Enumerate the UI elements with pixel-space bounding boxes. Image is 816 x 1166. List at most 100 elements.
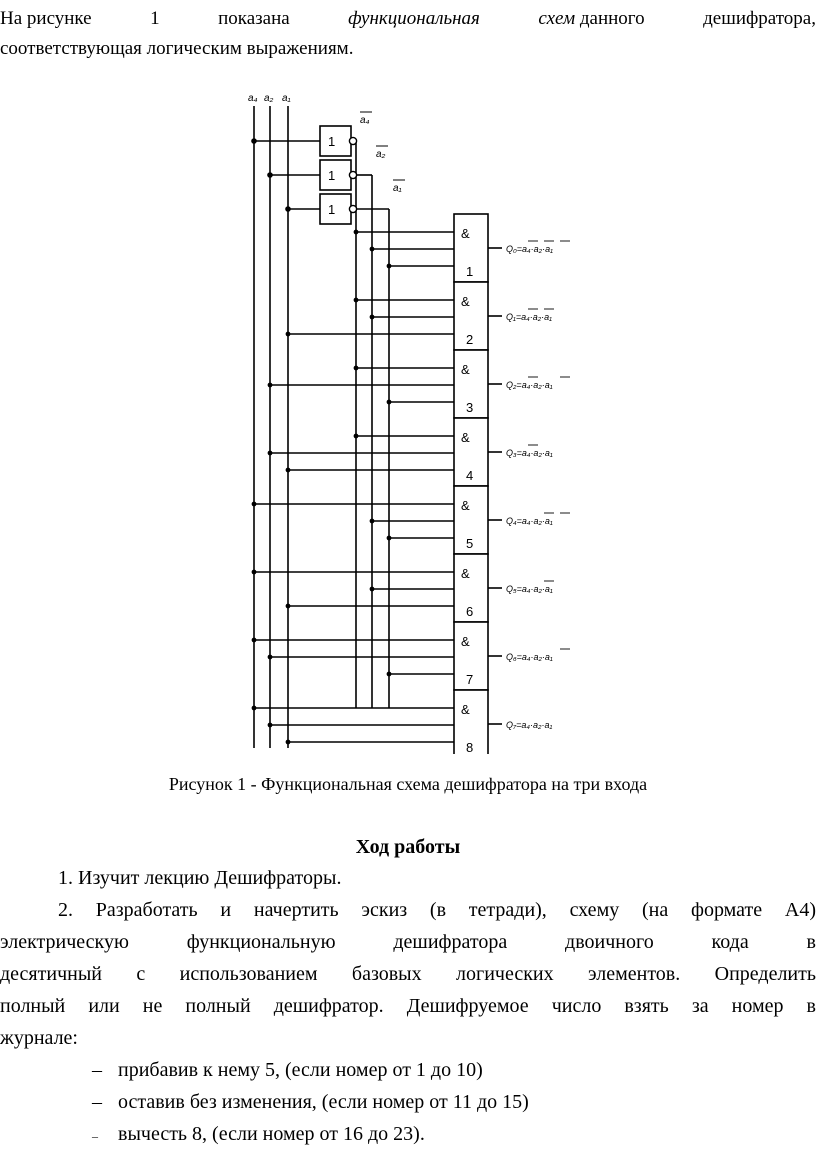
and-gate-number: 2	[466, 332, 473, 347]
and-gate-symbol: &	[461, 430, 470, 445]
junction-dot	[369, 314, 375, 320]
output-expression: Q₅=a₄·a₂·a₁	[506, 584, 553, 594]
inversion-bubble	[348, 170, 358, 180]
and-gates: &1&2&3&4&5&6&7&8	[453, 213, 489, 754]
input-label: a₁	[282, 93, 291, 104]
and-gate-number: 1	[466, 264, 473, 279]
list-item-text: оставив без изменения, (если номер от 11…	[118, 1091, 529, 1113]
not-gates: 1 1 1	[319, 125, 358, 225]
list-item-text: прибавив к нему 5, (если номер от 1 до 1…	[118, 1059, 483, 1081]
junction-dot	[285, 603, 291, 609]
junction-dot	[251, 501, 257, 507]
and-gate	[453, 689, 489, 754]
junction-dot	[285, 467, 291, 473]
not-gate	[319, 125, 352, 157]
output-expressions: Q₀=a₄·a₂·a₁ Q₁=a₄·a₂·a₁ Q₂=a₄·a₂·a₁ Q₃=a₄·a…	[506, 240, 570, 730]
intro-word: показана	[218, 8, 290, 29]
and-gate-number: 6	[466, 604, 473, 619]
and-gate-symbol: &	[461, 294, 470, 309]
junction-dot	[267, 172, 273, 178]
list-item: – вычесть 8, (если номер от 16 до 23).	[0, 1118, 816, 1152]
and-gate-symbol: &	[461, 634, 470, 649]
and-gate-number: 3	[466, 400, 473, 415]
output-expression: Q₀=a₄·a₂·a₁	[506, 244, 553, 254]
list-item: – оставив без изменения, (если номер от …	[0, 1086, 816, 1118]
inverted-input-label: a₁	[393, 183, 402, 194]
junction-dot	[369, 586, 375, 592]
step-1: 1. Изучит лекцию Дешифраторы.	[58, 867, 342, 889]
junction-dot	[251, 138, 257, 144]
step-2-line-5: журнале:	[0, 1027, 78, 1049]
output-expression: Q₂=a₄·a₂·a₁	[506, 380, 553, 390]
and-gate-symbol: &	[461, 226, 470, 241]
junction-dot	[386, 263, 392, 269]
junction-dot	[267, 382, 273, 388]
junction-dot	[386, 671, 392, 677]
junction-dot	[267, 450, 273, 456]
and-gate	[453, 621, 489, 691]
task-body: 1. Изучит лекцию Дешифраторы. 2. Разрабо…	[0, 862, 816, 1152]
intro-line-2: соответствующая логическим выражениям.	[0, 38, 354, 59]
intro-paragraph: На рисунке 1 показана функциональная схе…	[0, 4, 816, 64]
junction-dot	[353, 229, 359, 235]
dash-bullet: –	[92, 1091, 102, 1113]
output-expression: Q₆=a₄·a₂·a₁	[506, 652, 553, 662]
inverted-input-label: a₄	[360, 115, 370, 126]
step-2-line-2: электрическую функциональную дешифратора…	[0, 931, 816, 953]
and-gate	[453, 349, 489, 419]
not-gate	[319, 159, 352, 191]
inversion-bubble	[348, 136, 358, 146]
and-gate	[453, 281, 489, 351]
dash-bullet: –	[92, 1059, 102, 1081]
section-heading: Ход работы	[355, 836, 461, 858]
intro-word-italic: схем	[538, 8, 576, 29]
intro-word: 1	[150, 8, 160, 29]
dash-bullet: –	[92, 1129, 98, 1143]
not-gate-label: 1	[328, 134, 335, 149]
not-gate-label: 1	[328, 168, 335, 183]
step-2-line-4: полный или не полный дешифратор. Дешифру…	[0, 995, 816, 1017]
junction-dot	[251, 705, 257, 711]
output-expression: Q₃=a₄·a₂·a₁	[506, 448, 553, 458]
and-gate	[453, 213, 489, 283]
junction-dot	[369, 246, 375, 252]
junction-dot	[353, 365, 359, 371]
intro-word: На рисунке	[0, 8, 92, 29]
junction-dot	[267, 654, 273, 660]
junction-dot	[386, 399, 392, 405]
figure-caption: Рисунок 1 - Функциональная схема дешифра…	[168, 774, 648, 794]
list-item-text: вычесть 8, (если номер от 16 до 23).	[118, 1123, 425, 1145]
intro-word: дешифратора,	[703, 8, 816, 29]
step-2-line-3: десятичный с использованием базовых логи…	[0, 963, 816, 985]
not-gate	[319, 193, 352, 225]
junction-dot	[353, 297, 359, 303]
intro-word: данного	[579, 8, 645, 29]
junction-dot	[251, 569, 257, 575]
output-expression: Q₁=a₄·a₂·a₁	[506, 312, 552, 322]
and-gate-number: 4	[466, 468, 473, 483]
junction-dot	[386, 535, 392, 541]
output-expression: Q₄=a₄·a₂·a₁	[506, 516, 553, 526]
output-expression: Q₇=a₄·a₂·a₁	[506, 720, 552, 730]
wires	[253, 106, 502, 748]
inversion-bubble	[348, 204, 358, 214]
and-gate-number: 5	[466, 536, 473, 551]
not-gate-label: 1	[328, 202, 335, 217]
inverted-input-label: a₂	[376, 149, 386, 160]
and-gate	[453, 485, 489, 555]
and-gate-symbol: &	[461, 362, 470, 377]
input-label: a₄	[248, 93, 258, 104]
intro-word-italic: функциональная	[348, 8, 480, 29]
and-gate-symbol: &	[461, 702, 470, 717]
junction-dot	[285, 739, 291, 745]
junction-dot	[285, 331, 291, 337]
and-gate-symbol: &	[461, 566, 470, 581]
intro-line-1: На рисунке 1 показана функциональная схе…	[0, 4, 816, 34]
junction-dot	[285, 206, 291, 212]
junction-dot	[353, 433, 359, 439]
list-item: – прибавив к нему 5, (если номер от 1 до…	[0, 1054, 816, 1086]
junction-dot	[251, 637, 257, 643]
and-gate-number: 7	[466, 672, 473, 687]
junction-dots	[251, 138, 392, 745]
